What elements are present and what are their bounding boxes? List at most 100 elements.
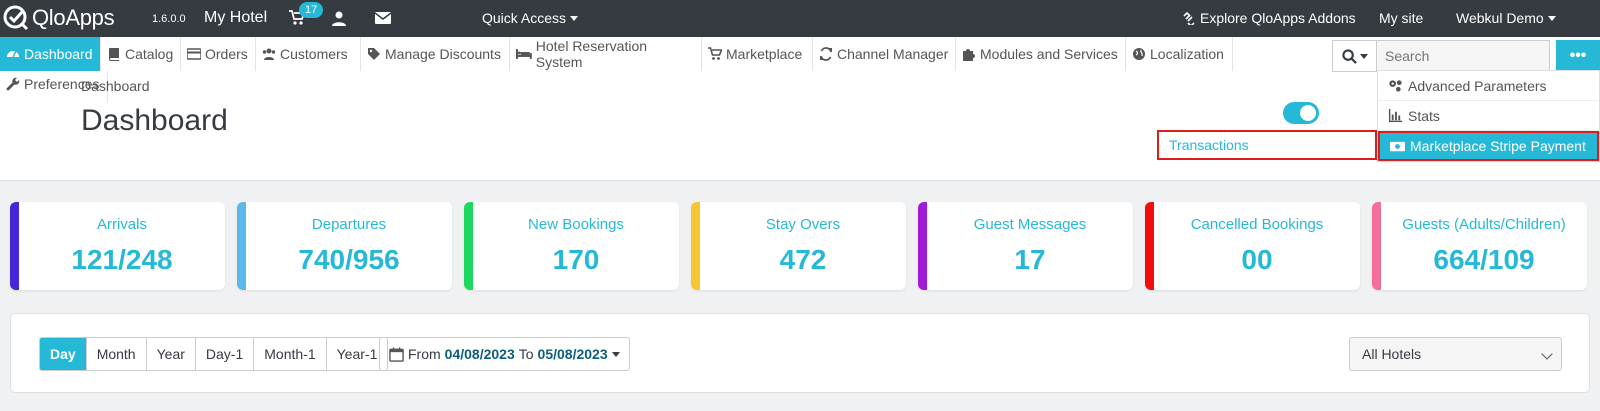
nav-label: Modules and Services (980, 46, 1118, 62)
more-dropdown-menu: Advanced Parameters Stats Marketplace St… (1377, 70, 1600, 162)
menu-item-stats[interactable]: Stats (1378, 101, 1599, 131)
hotel-select[interactable]: All Hotels (1349, 337, 1562, 371)
cart-badge: 17 (299, 2, 324, 18)
cogs-icon (1389, 80, 1402, 92)
search-icon (1341, 48, 1357, 64)
kpi-card-new-bookings[interactable]: New Bookings 170 (464, 202, 679, 290)
kpi-card-stay-overs[interactable]: Stay Overs 472 (691, 202, 906, 290)
period-year-1-button[interactable]: Year-1 (326, 338, 388, 370)
kpi-row: Arrivals 121/248 Departures 740/956 New … (10, 202, 1600, 292)
menu-item-label: Marketplace Stripe Payment (1410, 138, 1586, 154)
nav-label: Customers (280, 46, 348, 62)
kpi-color-strip (1372, 202, 1381, 290)
from-label: From (408, 346, 441, 362)
nav-item-hotel-reservation-system[interactable]: Hotel Reservation System (510, 37, 702, 71)
kpi-card-guests[interactable]: Guests (Adults/Children) 664/109 (1372, 202, 1587, 290)
period-day-1-button[interactable]: Day-1 (195, 338, 255, 370)
chevron-down-icon (1541, 348, 1553, 360)
nav-label: Channel Manager (837, 46, 949, 62)
nav-item-manage-discounts[interactable]: Manage Discounts (361, 37, 510, 71)
nav-item-preferences[interactable]: Preferences (6, 76, 99, 92)
nav-label: Marketplace (726, 46, 803, 62)
nav-item-channel-manager[interactable]: Channel Manager (813, 37, 956, 71)
menu-item-label: Stats (1408, 107, 1440, 124)
my-site-link[interactable]: My site (1379, 10, 1423, 26)
kpi-label: Stay Overs (765, 216, 841, 233)
period-month-button[interactable]: Month (86, 338, 147, 370)
users-icon (262, 48, 276, 60)
bar-chart-icon (1388, 108, 1403, 123)
to-label: To (518, 346, 534, 362)
globe-icon (1133, 48, 1145, 60)
more-menu-button[interactable]: ••• (1556, 40, 1600, 72)
submenu-item-transactions[interactable]: Transactions (1157, 130, 1377, 160)
money-icon (1390, 141, 1405, 151)
top-bar: QloApps 1.6.0.0 My Hotel 17 Quick Access… (0, 0, 1600, 37)
nav-item-orders[interactable]: Orders (181, 37, 256, 71)
nav-item-dashboard[interactable]: Dashboard (0, 37, 101, 71)
kpi-color-strip (1145, 202, 1154, 290)
kpi-value: 17 (1014, 244, 1046, 275)
filter-panel: Day Month Year Day-1 Month-1 Year-1 From… (10, 313, 1590, 393)
menu-item-marketplace-stripe-payment[interactable]: Marketplace Stripe Payment (1378, 131, 1599, 161)
nav-item-customers[interactable]: Customers (256, 37, 361, 71)
credit-card-icon (187, 48, 201, 60)
period-month-1-button[interactable]: Month-1 (254, 338, 327, 370)
nav-label: Dashboard (24, 46, 93, 62)
page-title: Dashboard (81, 104, 228, 137)
nav-divider (107, 71, 108, 103)
date-range-picker[interactable]: From 04/08/2023 To 05/08/2023 (379, 337, 630, 371)
shop-name[interactable]: My Hotel (204, 9, 268, 26)
kpi-value: 740/956 (298, 244, 400, 275)
period-day-button[interactable]: Day (40, 338, 87, 370)
nav-label: Hotel Reservation System (535, 38, 648, 70)
nav-item-marketplace[interactable]: Marketplace (702, 37, 813, 71)
kpi-card-guest-messages[interactable]: Guest Messages 17 (918, 202, 1133, 290)
nav-item-catalog[interactable]: Catalog (101, 37, 181, 71)
breadcrumb[interactable]: Dashboard (81, 78, 150, 94)
my-site-label: My site (1379, 10, 1424, 26)
kpi-card-arrivals[interactable]: Arrivals 121/248 (10, 202, 225, 290)
search-type-button[interactable] (1332, 40, 1376, 72)
period-year-button[interactable]: Year (146, 338, 196, 370)
kpi-value: 170 (552, 244, 600, 275)
kpi-label: Guests (Adults/Children) (1402, 216, 1566, 233)
nav-item-localization[interactable]: Localization (1126, 37, 1233, 71)
quick-access-menu[interactable]: Quick Access (482, 10, 579, 26)
nav-label: Orders (205, 46, 248, 62)
to-date: 05/08/2023 (537, 346, 608, 362)
user-icon[interactable] (331, 10, 347, 26)
cart-icon (708, 47, 722, 60)
menu-item-advanced-parameters[interactable]: Advanced Parameters (1378, 71, 1599, 101)
explore-addons-link[interactable]: Explore QloApps Addons (1182, 10, 1356, 26)
menu-item-label: Advanced Parameters (1408, 77, 1547, 94)
kpi-color-strip (237, 202, 246, 290)
tags-icon (368, 48, 380, 60)
version-label: 1.6.0.0 (152, 13, 186, 25)
kpi-color-strip (464, 202, 473, 290)
search-input[interactable] (1376, 40, 1550, 72)
from-date: 04/08/2023 (444, 346, 515, 362)
kpi-label: Departures (311, 216, 387, 233)
kpi-value: 121/248 (71, 244, 173, 275)
refresh-icon (820, 47, 832, 61)
kpi-card-cancelled-bookings[interactable]: Cancelled Bookings 00 (1145, 202, 1360, 290)
kpi-color-strip (691, 202, 700, 290)
page-header (0, 71, 1600, 181)
dashboard-icon (7, 50, 19, 58)
toggle-switch[interactable] (1283, 102, 1319, 124)
kpi-label: Cancelled Bookings (1190, 216, 1324, 233)
kpi-color-strip (10, 202, 19, 290)
explore-addons-label: Explore QloApps Addons (1200, 10, 1356, 26)
envelope-icon[interactable] (375, 10, 391, 26)
kpi-card-departures[interactable]: Departures 740/956 (237, 202, 452, 290)
qloapps-logo-icon (3, 5, 29, 31)
kpi-value: 00 (1241, 244, 1273, 275)
caret-down-icon (1359, 53, 1368, 59)
puzzle-icon (963, 49, 975, 61)
caret-down-icon (611, 351, 620, 357)
logo[interactable]: QloApps (2, 3, 115, 33)
user-menu[interactable]: Webkul Demo (1456, 10, 1556, 26)
nav-item-modules-and-services[interactable]: Modules and Services (956, 37, 1126, 71)
caret-down-icon (570, 15, 579, 21)
